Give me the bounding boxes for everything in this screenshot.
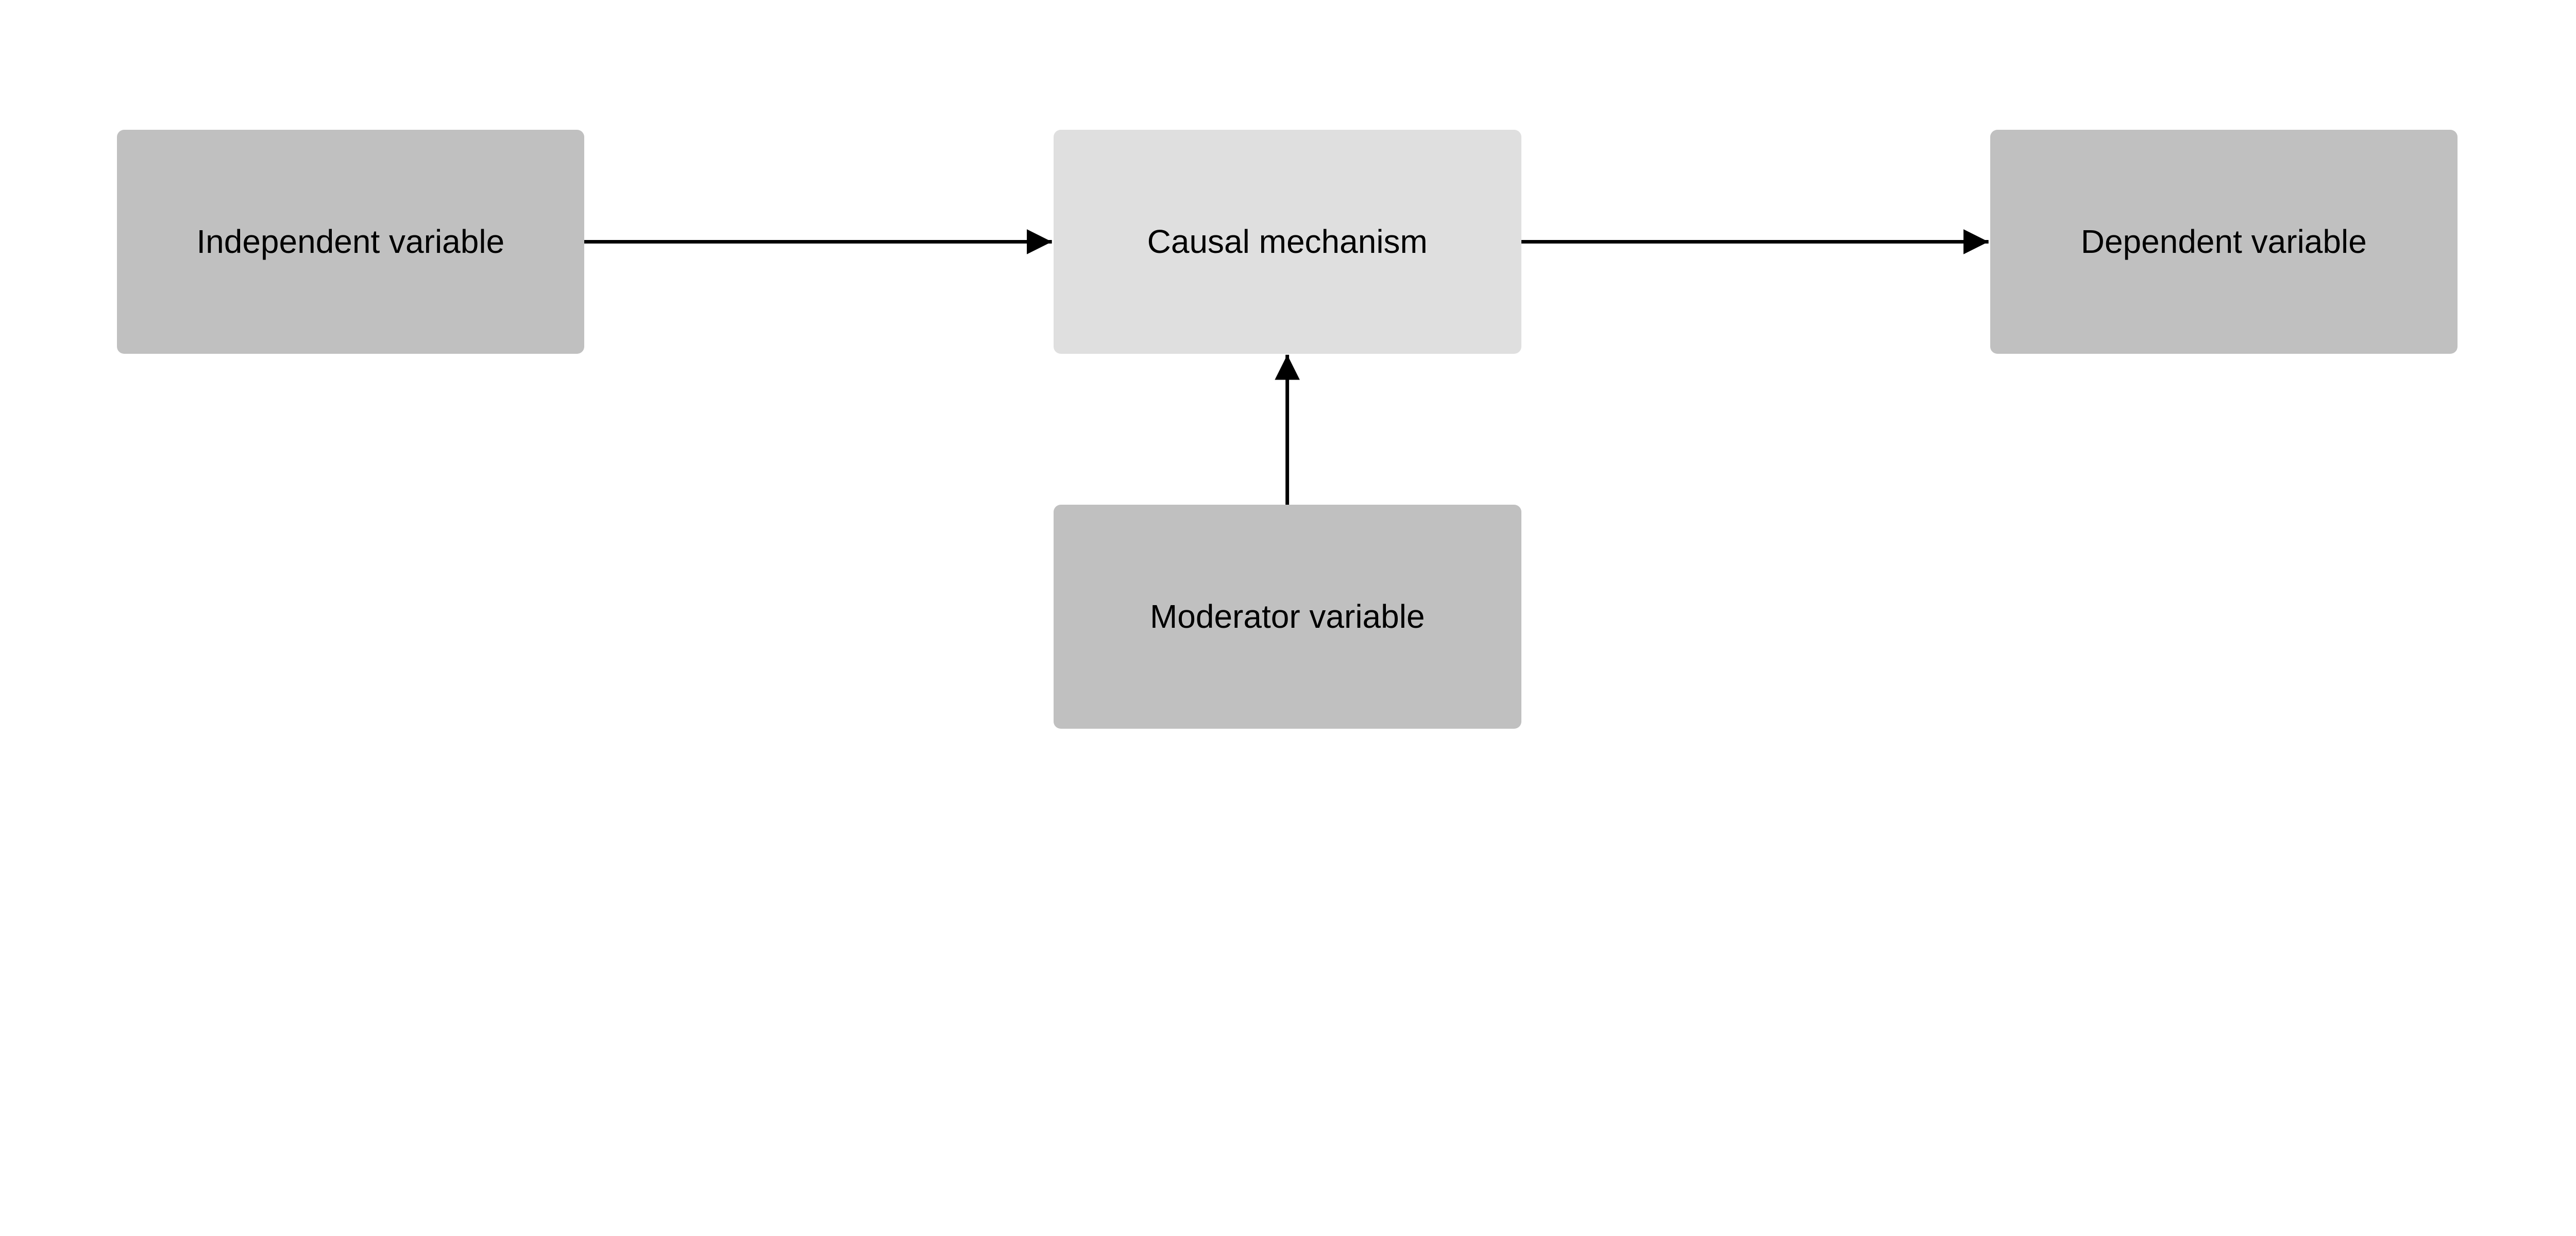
node-label: Moderator variable	[1149, 598, 1425, 636]
node-label: Independent variable	[196, 223, 505, 261]
node-moderator-variable: Moderator variable	[1054, 504, 1521, 729]
node-dependent-variable: Dependent variable	[1990, 129, 2458, 354]
node-independent-variable: Independent variable	[116, 129, 584, 354]
node-label: Dependent variable	[2080, 223, 2367, 261]
arrows-layer	[584, 229, 1989, 505]
node-causal-mechanism: Causal mechanism	[1054, 129, 1521, 354]
node-label: Causal mechanism	[1147, 223, 1428, 261]
causal-diagram: Independent variable Causal mechanism De…	[116, 129, 2458, 729]
